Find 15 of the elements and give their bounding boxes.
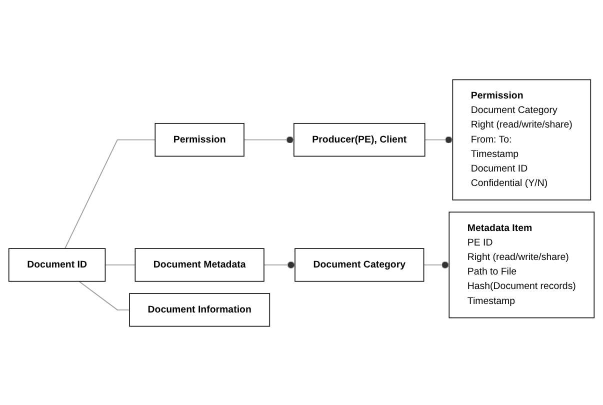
node-box: Document ID — [8, 248, 106, 282]
node-box: Permission — [154, 122, 244, 156]
connector — [104, 264, 136, 265]
node-box: Permission Document Category Right (read/write/share) From: To: Timestamp Document ID Confidential (Y/N) — [452, 78, 592, 200]
node-box: Document Information — [129, 292, 270, 326]
connector — [244, 136, 294, 143]
connector — [264, 260, 296, 268]
node-box: Document Metadata — [134, 248, 264, 282]
connector — [64, 138, 156, 248]
node-box: Metadata Item PE ID Right (read/write/share) Path to File Hash(Document records) Timestamp — [448, 211, 595, 318]
connector — [424, 136, 454, 143]
node-box: Document Category — [294, 248, 424, 282]
node-box: Producer(PE), Client — [293, 122, 426, 156]
connector — [78, 280, 130, 310]
connector — [423, 260, 450, 268]
